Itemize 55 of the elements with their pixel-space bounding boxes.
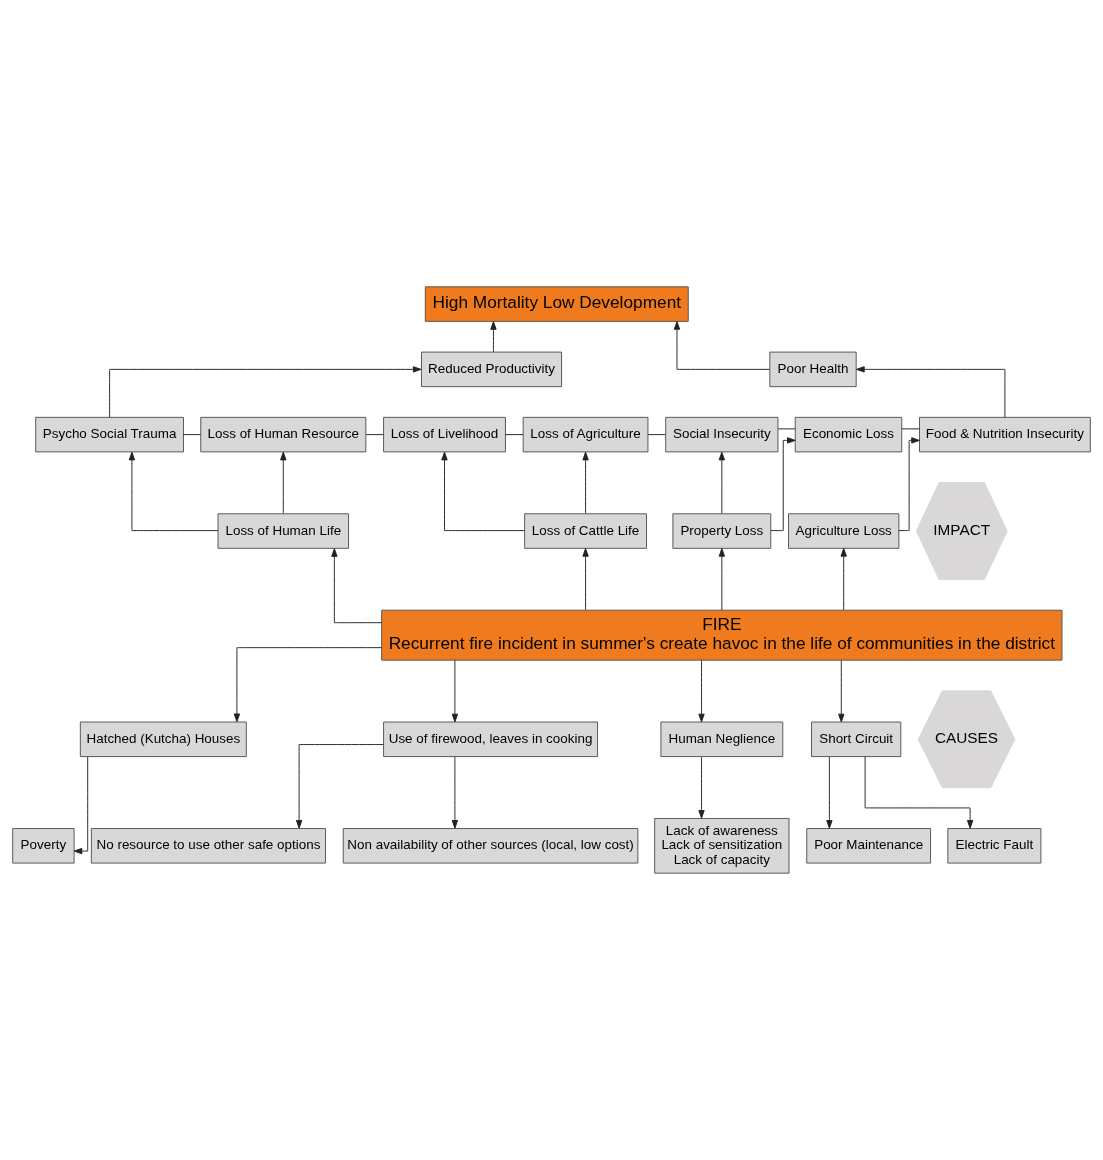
node-box: Economic Loss	[794, 416, 903, 453]
arrow	[698, 659, 705, 723]
node-box: Lack of awareness Lack of sensitization Lack of capacity	[654, 818, 790, 874]
arrow	[840, 548, 847, 611]
node-box: Loss of Agriculture	[522, 416, 649, 453]
arrow	[826, 756, 833, 829]
node-box: Psycho Social Trauma	[35, 416, 184, 453]
node-box: No resource to use other safe options	[90, 828, 326, 864]
connector	[183, 434, 201, 436]
arrow	[864, 756, 974, 829]
arrow	[233, 647, 382, 723]
node-box: Poor Health	[769, 351, 857, 388]
arrow	[898, 437, 920, 532]
node-box: Social Insecurity	[665, 416, 779, 453]
arrow	[698, 756, 705, 819]
arrow	[109, 366, 422, 418]
node-box: FIRE Recurrent fire incident in summer's create havoc in the life of communities in the district	[381, 609, 1063, 661]
arrow	[718, 548, 725, 611]
node-box: High Mortality Low Development	[424, 286, 689, 322]
arrow	[441, 451, 525, 532]
node-box: Non availability of other sources (local, low cost)	[342, 828, 639, 864]
node-box: Property Loss	[672, 513, 772, 549]
arrow	[295, 744, 384, 829]
connector	[647, 434, 666, 436]
connector	[777, 428, 796, 430]
arrow	[280, 451, 287, 514]
arrow	[582, 548, 589, 611]
connector	[901, 428, 920, 430]
node-box: Food & Nutrition Insecurity	[919, 416, 1091, 453]
arrow	[673, 321, 771, 370]
arrow	[856, 366, 1006, 418]
arrow	[451, 659, 459, 723]
arrow	[331, 548, 382, 624]
node-box: Use of firewood, leaves in cooking	[383, 721, 599, 758]
connector	[365, 434, 384, 436]
arrow	[718, 451, 725, 514]
arrow	[838, 659, 845, 723]
node-box: Loss of Human Life	[217, 513, 350, 549]
connector	[505, 434, 524, 436]
node-box: Loss of Human Resource	[200, 416, 367, 453]
node-box: Agriculture Loss	[788, 513, 900, 549]
node-box: Reduced Productivity	[421, 351, 563, 388]
node-box: Electric Fault	[947, 828, 1042, 864]
arrow	[73, 756, 89, 855]
arrow	[451, 756, 459, 829]
node-box: Hatched (Kutcha) Houses	[79, 721, 247, 758]
node-box: Loss of Cattle Life	[524, 513, 647, 549]
node-box: Short Circuit	[811, 721, 902, 758]
arrow	[490, 321, 497, 353]
node-box: Human Neglience	[660, 721, 784, 758]
arrow	[128, 451, 219, 532]
node-box: Loss of Livelihood	[383, 416, 506, 453]
arrow	[582, 451, 589, 514]
node-box: Poverty	[12, 828, 75, 864]
node-box: Poor Maintenance	[806, 828, 932, 864]
